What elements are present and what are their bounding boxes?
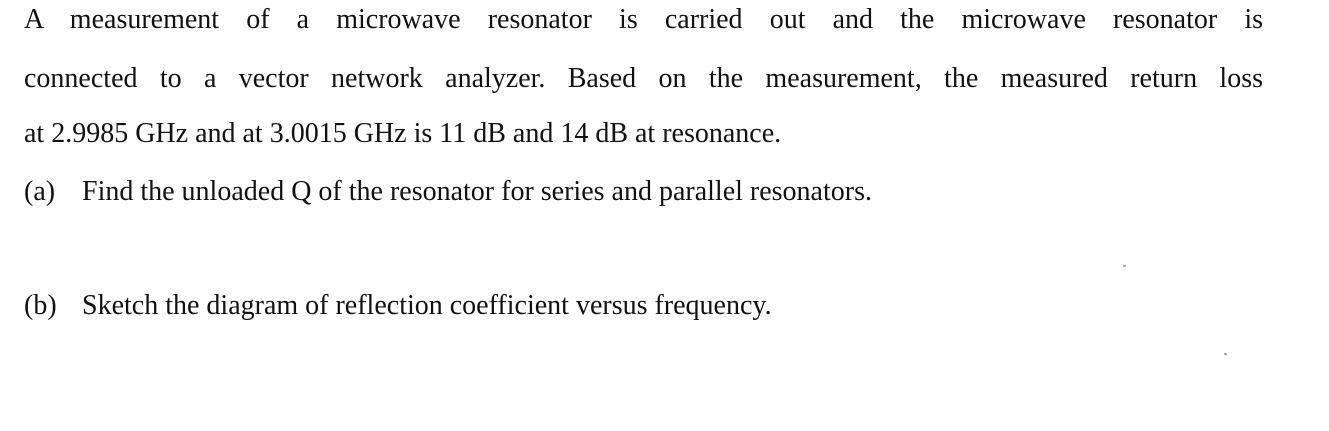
question-part-b: (b) Sketch the diagram of reflection coef… [24, 289, 772, 323]
part-a-text: Find the unloaded Q of the resonator for… [82, 176, 872, 207]
part-a-label: (a) [24, 176, 56, 207]
statement-line-3: at 2.9985 GHz and at 3.0015 GHz is 11 dB… [24, 118, 782, 149]
part-b-label: (b) [24, 290, 57, 321]
statement-line-1: A measurement of a microwave resonator i… [24, 4, 1263, 35]
statement-line-2: connected to a vector network analyzer. … [24, 63, 1263, 94]
scan-speck [1224, 353, 1227, 355]
part-b-text: Sketch the diagram of reflection coeffic… [82, 290, 772, 321]
scan-speck [1123, 265, 1126, 267]
question-part-a: (a) Find the unloaded Q of the resonator … [24, 175, 872, 209]
